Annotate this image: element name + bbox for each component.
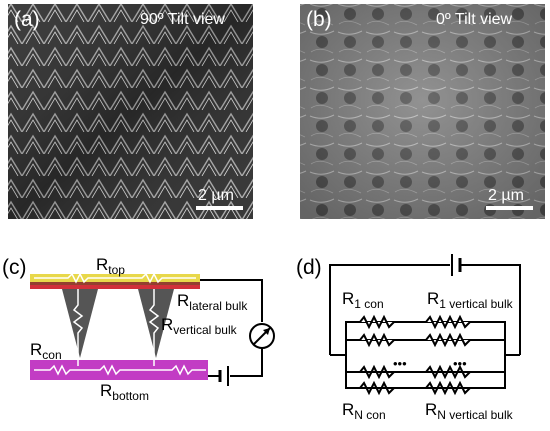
panel-a-label: (a) — [14, 8, 40, 31]
panel-b: (b) 0º Tilt view 2 µm — [300, 4, 545, 219]
rn-con-symbol: R — [342, 400, 354, 419]
rn-con-sub: N con — [354, 408, 385, 422]
panel-c-label: (c) — [2, 256, 27, 279]
svg-text:Rcon: Rcon — [30, 340, 62, 362]
panel-b-title: 0º Tilt view — [436, 11, 513, 28]
svg-text:R1 con: R1 con — [342, 289, 384, 311]
panel-a-title: 90º Tilt view — [140, 11, 225, 28]
panel-b-scale-bar — [486, 206, 533, 210]
r-con-sub: con — [42, 348, 61, 362]
r-top-sub: top — [108, 263, 125, 277]
r1-vertical-symbol: R — [427, 289, 439, 308]
r-vertical-symbol: R — [161, 315, 173, 334]
r1-con-symbol: R — [342, 289, 354, 308]
bulk-pyramid-right — [138, 289, 174, 358]
svg-text:RN vertical bulk: RN vertical bulk — [425, 400, 514, 422]
circuit-outer-wire — [329, 264, 450, 355]
r-lateral-symbol: R — [177, 291, 189, 310]
r-lateral-sub: lateral bulk — [189, 299, 248, 313]
ellipsis-vertical: ••• — [453, 356, 467, 371]
r-top-resistor — [34, 272, 196, 284]
r-vertical-left — [72, 289, 84, 366]
panel-a-scale-label: 2 µm — [198, 187, 234, 204]
r-bottom-symbol: R — [100, 381, 112, 400]
panel-c: (c) Rtop Rlateral bulk Rvertical bulk Rc… — [2, 255, 275, 403]
r-vertical-sub: vertical bulk — [173, 323, 237, 337]
panel-a: (a) 90º Tilt view 2 µm — [8, 4, 253, 219]
r1-vertical-sub: 1 vertical bulk — [439, 297, 513, 311]
ellipsis-con: ••• — [393, 356, 407, 371]
svg-text:RN con: RN con — [342, 400, 386, 422]
resistor-row-n — [359, 364, 471, 396]
top-contact-layer — [30, 282, 200, 289]
r-top-symbol: R — [96, 255, 108, 274]
panel-b-scale-label: 2 µm — [488, 187, 524, 204]
resistor-row-1 — [359, 314, 471, 348]
r-bottom-sub: bottom — [112, 389, 149, 403]
panel-d: (d) ••• ••• R1 con R1 vertical bulk RN c… — [296, 254, 521, 422]
external-wire — [200, 279, 263, 322]
svg-text:Rtop: Rtop — [96, 255, 125, 277]
svg-text:Rvertical bulk: Rvertical bulk — [161, 315, 238, 337]
r1-con-sub: 1 con — [354, 297, 383, 311]
svg-text:Rbottom: Rbottom — [100, 381, 149, 403]
r-vertical-right — [148, 289, 160, 366]
rn-vertical-symbol: R — [425, 400, 437, 419]
r-bottom-resistor — [34, 364, 206, 376]
svg-text:Rlateral bulk: Rlateral bulk — [177, 291, 248, 313]
panel-b-label: (b) — [306, 8, 332, 31]
rn-vertical-sub: N vertical bulk — [437, 408, 513, 422]
r-con-symbol: R — [30, 340, 42, 359]
svg-text:R1 vertical bulk: R1 vertical bulk — [427, 289, 514, 311]
bulk-pyramid-left — [62, 289, 98, 358]
panel-a-scale-bar — [196, 206, 243, 210]
panel-d-label: (d) — [296, 256, 322, 279]
